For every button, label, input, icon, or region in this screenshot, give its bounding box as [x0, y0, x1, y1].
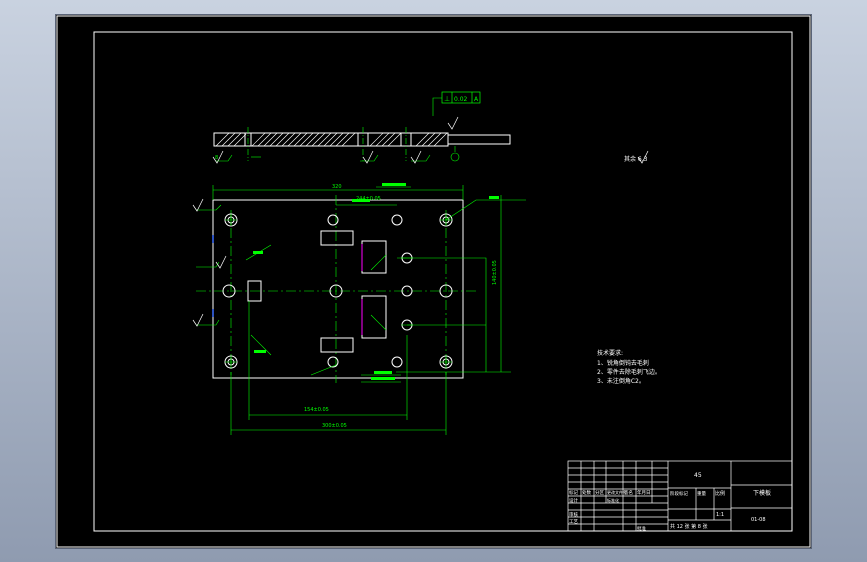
sheet-border [56, 15, 811, 548]
section-leaders [216, 146, 460, 162]
row-label: 批准 [637, 525, 646, 532]
dim-hole-depth: 8 [215, 155, 218, 161]
slot-upper [320, 230, 354, 246]
tolerance-datum: A [474, 96, 479, 103]
hole [327, 356, 339, 368]
row-label: 审核 [569, 511, 578, 518]
technical-requirements: 技术要求: 1、锐角倒钝去毛刺 2、零件去除毛刺飞边。 3、未注倒角C2。 [597, 349, 661, 385]
section-centerlines [247, 127, 407, 161]
plan-centerlines [196, 195, 476, 383]
header-label: 分区 [595, 489, 604, 496]
sheet-count: 共 12 张 第 8 张 [670, 523, 708, 530]
hole [391, 214, 403, 226]
plan-view [192, 183, 526, 435]
hole [391, 356, 403, 368]
geometric-tolerance-frame: ⊥ 0.02 A [432, 91, 481, 116]
drawing-number: 01-08 [751, 517, 766, 523]
title-block-grid [568, 461, 668, 531]
tech-req-item: 2、零件去除毛刺飞边。 [597, 368, 661, 376]
header-label: 处数 [582, 489, 591, 496]
pocket-upper [361, 240, 387, 274]
dim-bottom-a: 154±0.05 [304, 407, 329, 413]
cad-viewport[interactable]: ⊥ 0.02 A 其余 6.3 [55, 14, 812, 549]
plate-outline [212, 199, 464, 379]
title-block-texts: 下模板 01-08 45 比例 1:1 共 12 张 第 8 张 标记 处数 分… [569, 472, 771, 532]
slot-lower [320, 337, 354, 353]
pocket-left [247, 280, 262, 302]
hole [401, 285, 413, 297]
tech-req-item: 1、锐角倒钝去毛刺 [597, 359, 649, 367]
header-label: 更改文件号 [607, 489, 627, 495]
drawing-frame [93, 31, 793, 532]
header-label: 签名 [624, 489, 633, 496]
minor-dim-texts [253, 183, 499, 380]
header-label: 标记 [569, 489, 578, 496]
scale-label: 比例 [715, 490, 725, 497]
dim-right-height: 140±0.05 [492, 260, 498, 285]
roughness-note: 其余 6.3 [624, 150, 649, 164]
section-outline [213, 132, 449, 147]
scale-value: 1:1 [716, 512, 724, 518]
section-extension [447, 134, 511, 145]
section-holes [244, 132, 412, 147]
dimension-lines [196, 185, 526, 435]
title-block [567, 460, 793, 532]
tech-req-item: 3、未注倒角C2。 [597, 377, 645, 385]
drawing-sheet: ⊥ 0.02 A 其余 6.3 [56, 15, 811, 548]
pocket-lower [361, 295, 387, 339]
hole [222, 284, 236, 298]
dim-bottom-b: 300±0.05 [322, 423, 347, 429]
row-label: 工艺 [569, 519, 578, 525]
section-view: ⊥ 0.02 A [212, 91, 511, 164]
tolerance-value: 0.02 [454, 96, 468, 103]
tech-req-title: 技术要求: [597, 349, 623, 357]
header-label: 年月日 [637, 489, 651, 496]
hole [329, 284, 343, 298]
hole [327, 214, 339, 226]
row-label: 阶段标记 [670, 490, 688, 497]
roughness-note-text: 其余 6.3 [624, 155, 648, 163]
dim-hole-spacing: 244±0.05 [356, 196, 381, 202]
part-name: 下模板 [753, 489, 771, 497]
section-hatch [215, 132, 448, 147]
row-label: 重量 [697, 490, 706, 497]
row-label: 设计 [569, 497, 578, 504]
material: 45 [694, 472, 702, 479]
dimension-texts: 320 8 140±0.05 154±0.05 300±0.05 244±0.0… [215, 155, 498, 429]
dim-overall-width: 320 [332, 184, 342, 190]
roughness-symbols-plan [192, 198, 227, 327]
slots [247, 230, 387, 353]
tolerance-symbol: ⊥ [444, 95, 450, 103]
roughness-symbols-section [212, 116, 459, 164]
hole [439, 284, 453, 298]
row-label: 标准化 [607, 497, 619, 503]
